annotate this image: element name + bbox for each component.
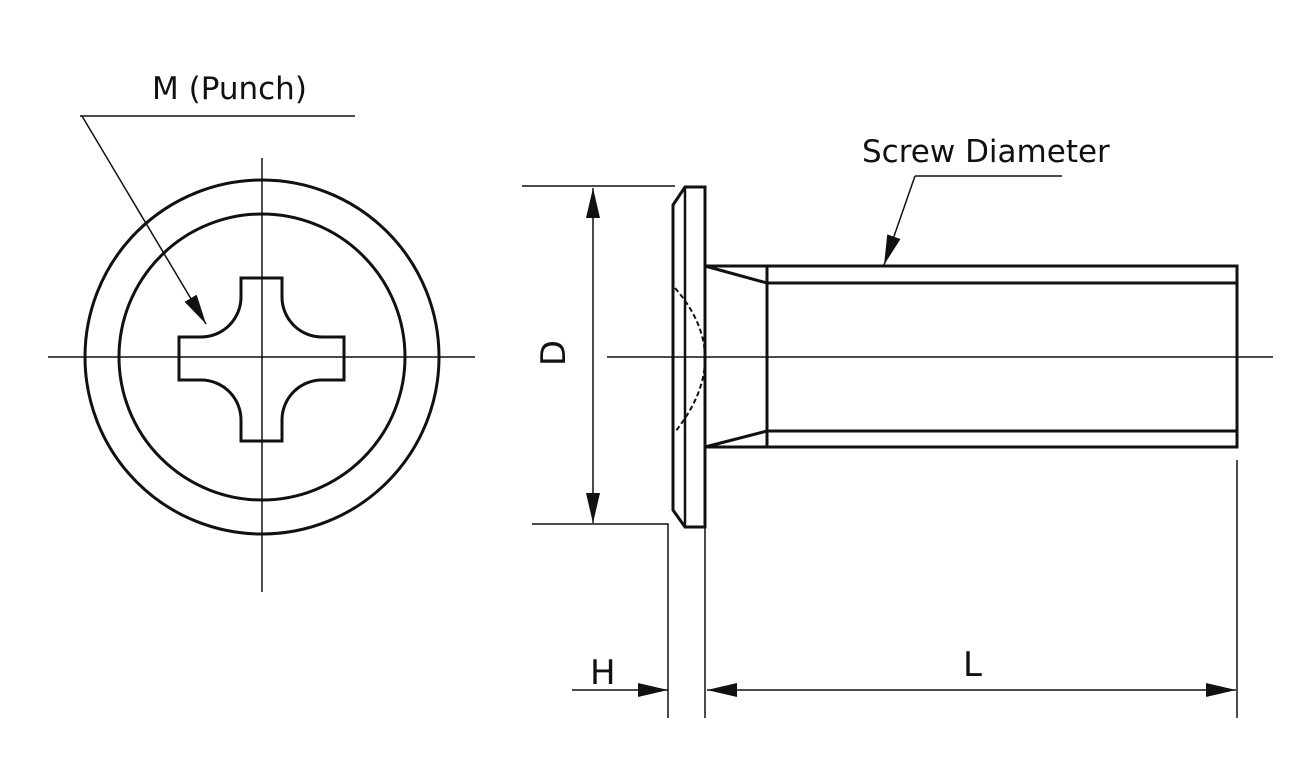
h-label: H bbox=[590, 653, 616, 693]
screw-diameter-label: Screw Diameter bbox=[862, 134, 1110, 170]
side-view: D H L Screw Diameter bbox=[522, 134, 1273, 718]
screw-shaft bbox=[704, 264, 1239, 449]
top-view: M (Punch) bbox=[48, 71, 475, 592]
punch-label: M (Punch) bbox=[152, 71, 307, 107]
inner-head-circle bbox=[117, 212, 407, 502]
recess-hidden-line bbox=[674, 287, 706, 433]
l-label: L bbox=[963, 645, 982, 685]
punch-leader-arrow bbox=[81, 115, 207, 325]
d-extension-bottom bbox=[532, 523, 669, 718]
d-label: D bbox=[534, 340, 574, 366]
outer-head-circle bbox=[83, 178, 441, 536]
phillips-recess bbox=[177, 276, 346, 443]
diameter-leader-arrow bbox=[883, 175, 916, 266]
